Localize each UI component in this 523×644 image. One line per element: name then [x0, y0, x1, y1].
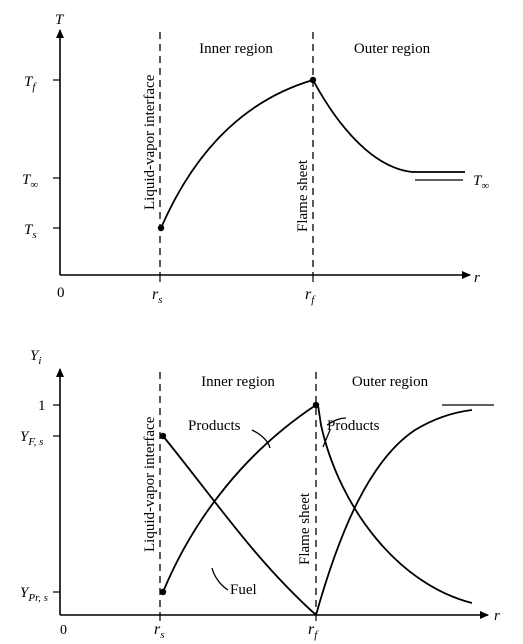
top-origin-label: 0 — [57, 285, 65, 301]
top-tick-label-rs: rs — [152, 286, 163, 306]
top-tick-label-tf: Tf — [24, 74, 37, 93]
top-temperature-plot: T r 0 Tf T∞ Ts rs rf Inner region Outer … — [22, 12, 489, 306]
bottom-y-axis-label: Yi — [30, 348, 41, 367]
top-flame-label: Flame sheet — [295, 159, 311, 232]
bottom-origin-label: 0 — [60, 623, 67, 638]
top-outer-region-label: Outer region — [354, 41, 431, 57]
bottom-products-inner-leader — [251, 429, 271, 449]
bottom-products-inner-label: Products — [188, 418, 241, 434]
bottom-x-axis-label: r — [494, 608, 500, 624]
bottom-tick-label-one: 1 — [38, 398, 46, 414]
top-outer-temperature-curve — [312, 79, 465, 173]
bottom-tick-label-rf: rf — [308, 621, 319, 641]
bottom-products-outer-leader — [322, 429, 331, 448]
bottom-fuel-leader — [211, 567, 229, 591]
bottom-products-surface-point — [159, 588, 167, 596]
bottom-fuel-surface-point — [159, 432, 167, 440]
bottom-mass-fraction-plot: Yi r 0 1 YF, s YPr, s rs rf Inner region… — [20, 348, 500, 641]
bottom-interface-label: Liquid-vapor interface — [142, 416, 158, 552]
top-y-axis-label: T — [55, 12, 65, 28]
top-tick-label-rf: rf — [305, 286, 316, 306]
bottom-flame-label: Flame sheet — [297, 492, 313, 565]
bottom-tick-label-yprs: YPr, s — [20, 585, 48, 604]
top-inner-temperature-curve — [160, 79, 314, 229]
top-surface-point — [157, 224, 165, 232]
bottom-oxidizer-curve — [315, 409, 473, 616]
top-x-axis-label: r — [474, 270, 480, 286]
top-interface-label: Liquid-vapor interface — [142, 74, 158, 210]
bottom-outer-region-label: Outer region — [352, 374, 429, 390]
bottom-products-outer-leader-top — [326, 417, 347, 426]
bottom-inner-region-label: Inner region — [201, 374, 275, 390]
bottom-fuel-label: Fuel — [230, 582, 257, 598]
bottom-tick-label-yfs: YF, s — [20, 429, 43, 448]
top-right-tinf-label: T∞ — [473, 173, 489, 192]
bottom-products-inner-curve — [162, 404, 317, 593]
top-tick-label-tinf: T∞ — [22, 172, 38, 191]
top-inner-region-label: Inner region — [199, 41, 273, 57]
bottom-products-outer-label: Products — [327, 418, 380, 434]
bottom-fuel-curve — [162, 435, 317, 616]
bottom-tick-label-rs: rs — [154, 621, 165, 641]
top-flame-point — [309, 76, 317, 84]
bottom-products-outer-curve — [317, 404, 473, 604]
top-tick-label-ts: Ts — [24, 222, 37, 241]
